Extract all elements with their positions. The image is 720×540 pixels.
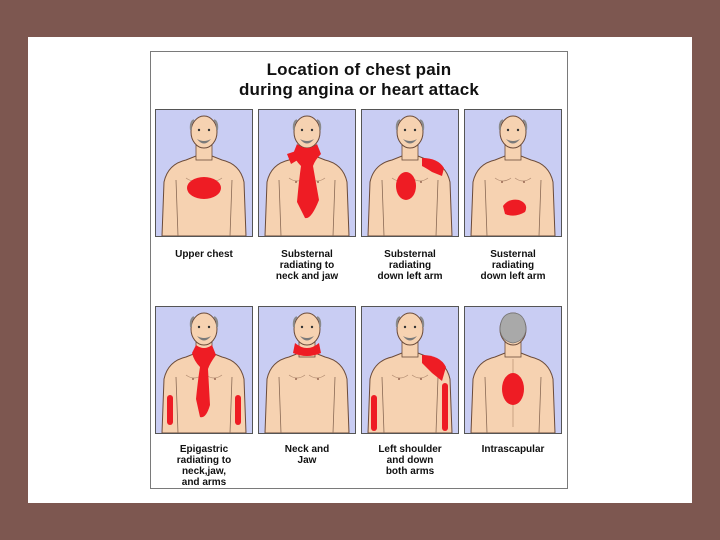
caption-line: radiating bbox=[491, 260, 535, 271]
pain-area bbox=[396, 172, 416, 200]
caption-line: Substernal bbox=[384, 249, 436, 260]
pain-area bbox=[192, 345, 216, 418]
body-figure bbox=[161, 115, 247, 236]
pain-area bbox=[287, 150, 301, 164]
caption-line: and arms bbox=[181, 477, 227, 488]
pain-area bbox=[293, 144, 321, 219]
caption-line: radiating to bbox=[279, 260, 335, 271]
panel-neck-jaw bbox=[258, 306, 356, 434]
caption-line: both arms bbox=[385, 466, 435, 477]
body-illustration bbox=[367, 115, 453, 236]
title-line-2: during angina or heart attack bbox=[238, 80, 480, 99]
caption-line: Substernal bbox=[281, 249, 333, 260]
caption-line: down left arm bbox=[480, 271, 546, 282]
caption-line: radiating to bbox=[176, 455, 232, 466]
caption-line: Upper chest bbox=[175, 249, 233, 260]
panel-caption: Intrascapular bbox=[461, 444, 565, 455]
chest-pain-figure: Location of chest pain during angina or … bbox=[150, 51, 568, 489]
panel-intrascapular bbox=[464, 306, 562, 434]
pain-area bbox=[502, 373, 524, 405]
caption-line: Susternal bbox=[490, 249, 536, 260]
title-line-1: Location of chest pain bbox=[266, 60, 452, 79]
panel-upper-chest bbox=[155, 109, 253, 237]
panel-lower-substernal bbox=[464, 109, 562, 237]
panel-shoulder-both-arms bbox=[361, 306, 459, 434]
pain-area bbox=[422, 158, 444, 176]
panel-substernal-neck-jaw bbox=[258, 109, 356, 237]
body-illustration bbox=[470, 115, 556, 236]
panel-caption: Upper chest bbox=[152, 249, 256, 260]
body-illustration bbox=[264, 312, 350, 433]
caption-line: and down bbox=[386, 455, 434, 466]
body-figure bbox=[264, 312, 350, 433]
caption-line: Left shoulder bbox=[378, 444, 442, 455]
body-illustration bbox=[161, 312, 247, 433]
panel-substernal-left-arm bbox=[361, 109, 459, 237]
caption-line: neck and jaw bbox=[275, 271, 339, 282]
panel-epigastric-neck-arms bbox=[155, 306, 253, 434]
caption-line: neck,jaw, bbox=[181, 466, 227, 477]
caption-line: Epigastric bbox=[179, 444, 229, 455]
caption-line: Intrascapular bbox=[481, 444, 545, 455]
figure-title: Location of chest pain during angina or … bbox=[151, 60, 567, 100]
caption-line: radiating bbox=[388, 260, 432, 271]
body-illustration bbox=[264, 115, 350, 236]
pain-area bbox=[235, 395, 241, 425]
body-figure bbox=[367, 312, 453, 433]
pain-area bbox=[293, 343, 321, 356]
pain-area bbox=[371, 395, 377, 431]
pain-area bbox=[167, 395, 173, 425]
pain-area bbox=[422, 355, 446, 381]
pain-area bbox=[503, 199, 527, 216]
body-illustration bbox=[470, 312, 556, 433]
pain-area bbox=[442, 383, 448, 431]
caption-line: Jaw bbox=[297, 455, 317, 466]
pain-area bbox=[187, 177, 221, 199]
body-illustration bbox=[367, 312, 453, 433]
caption-line: Neck and bbox=[284, 444, 330, 455]
body-figure bbox=[470, 115, 556, 236]
caption-line: down left arm bbox=[377, 271, 443, 282]
body-illustration bbox=[161, 115, 247, 236]
